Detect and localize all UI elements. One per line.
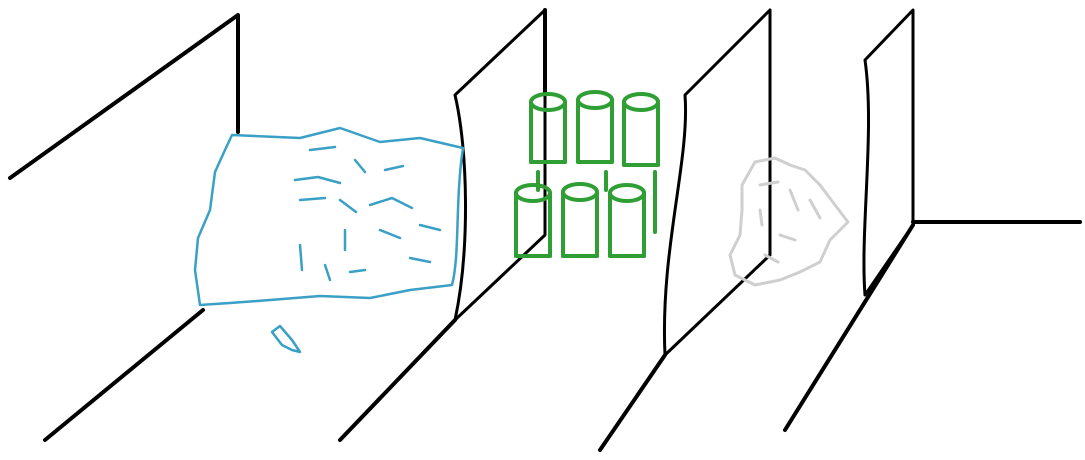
blob-drawing: [730, 158, 848, 285]
water-ripple: [300, 245, 302, 270]
blob-outline: [730, 158, 848, 285]
floor-line-4: [785, 225, 913, 430]
water-ripple: [300, 198, 325, 200]
blob-detail: [760, 182, 778, 185]
floor-line-1: [45, 310, 203, 440]
can: [531, 94, 565, 162]
can: [563, 184, 597, 256]
corridor-structure: [10, 10, 1080, 450]
blob-detail: [780, 235, 795, 240]
water-ripple: [295, 177, 340, 183]
water-ripple: [380, 230, 400, 238]
cans-drawing: [516, 92, 658, 256]
water-drawing: [195, 128, 463, 352]
water-ripple: [340, 200, 356, 212]
can: [610, 185, 644, 256]
can: [624, 94, 658, 165]
water-ripple: [385, 166, 403, 170]
blob-detail: [790, 190, 798, 210]
water-ripple: [410, 258, 430, 262]
water-drop: [272, 326, 300, 352]
wall-3: [664, 10, 770, 355]
can: [578, 92, 612, 162]
water-ripple: [420, 225, 440, 230]
water-ripple: [310, 147, 335, 150]
floor-line-3: [600, 355, 665, 450]
blob-detail: [810, 200, 820, 218]
wall-2: [455, 10, 545, 320]
water-ripple: [325, 265, 330, 280]
water-ripple: [350, 270, 365, 272]
wall-1: [10, 15, 238, 178]
blob-detail: [760, 210, 762, 225]
water-ripple: [355, 160, 365, 172]
wall-4: [864, 10, 913, 295]
floor-line-2: [340, 320, 455, 440]
water-ripple: [370, 198, 412, 208]
